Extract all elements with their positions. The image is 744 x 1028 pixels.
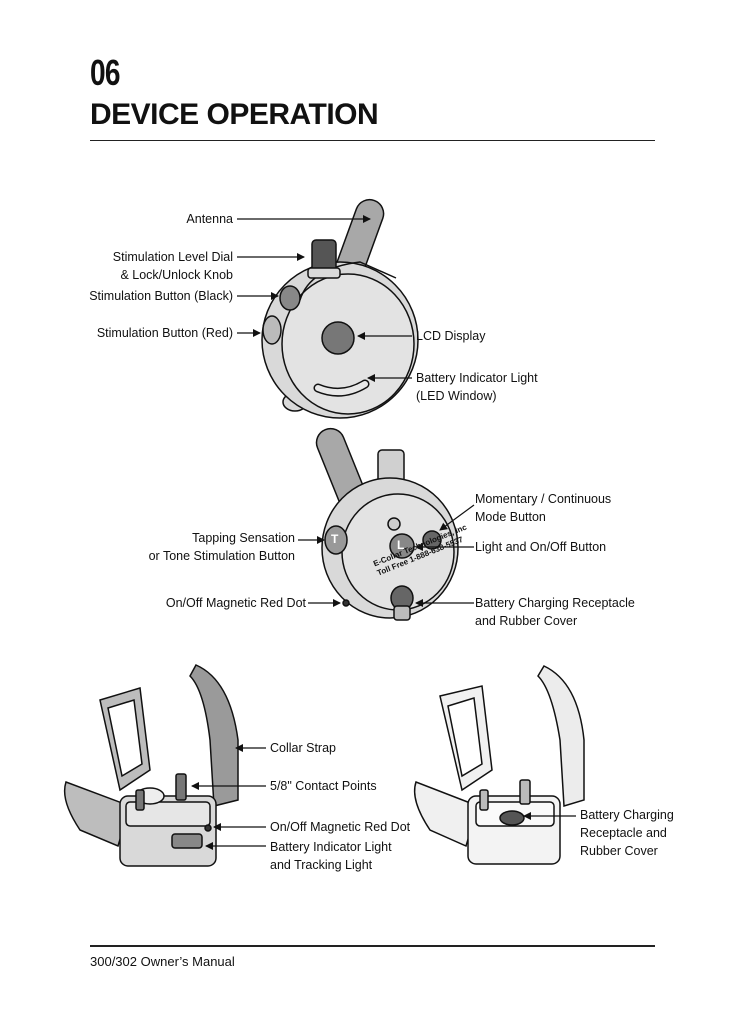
contact-point-shape (175, 773, 187, 801)
label-stim-red-button: Stimulation Button (Red) (96, 326, 233, 340)
label-lcd-display: LCD Display (416, 329, 486, 343)
lcd-display-shape (321, 321, 355, 355)
chapter-number: 06 (90, 52, 120, 93)
label-mode-button: Momentary / Continuous Mode Button (475, 492, 612, 524)
label-receiver-onoff-dot: On/Off Magnetic Red Dot (270, 820, 411, 834)
onoff-red-dot-shape (342, 599, 350, 607)
transmitter-back-leaders (298, 504, 475, 607)
label-contact-points: 5/8" Contact Points (270, 779, 377, 793)
label-light-onoff-button: Light and On/Off Button (475, 540, 607, 554)
footer-rule (90, 945, 655, 947)
button-t-letter: T (331, 532, 339, 546)
label-antenna: Antenna (186, 212, 233, 226)
receiver-onoff-dot-shape (204, 824, 212, 832)
label-onoff-red-dot: On/Off Magnetic Red Dot (165, 596, 306, 610)
label-stim-black-button: Stimulation Button (Black) (89, 289, 233, 303)
receiver-right (413, 665, 585, 865)
collar-strap-shape (189, 664, 239, 807)
stim-black-button-shape (279, 285, 301, 311)
footer-text: 300/302 Owner’s Manual (90, 954, 235, 969)
tapping-button-shape (324, 525, 348, 555)
label-receiver-charging: Battery Charging Receptacle and Rubber C… (580, 808, 674, 858)
receiver-left (63, 664, 239, 867)
label-tapping-button: Tapping Sensation or Tone Stimulation Bu… (148, 531, 295, 563)
receiver-charging-receptacle-shape (499, 810, 525, 826)
transmitter-front-leaders (237, 215, 412, 382)
label-collar-strap: Collar Strap (270, 741, 336, 755)
transmitter-front (261, 198, 419, 419)
stim-red-button-shape (262, 315, 282, 345)
label-charging-receptacle: Battery Charging Receptacle and Rubber C… (475, 596, 635, 628)
label-stimulation-dial: Stimulation Level Dial & Lock/Unlock Kno… (112, 250, 233, 282)
receiver-left-leaders (191, 744, 266, 850)
transmitter-back (315, 427, 459, 621)
light-onoff-button-shape (389, 533, 415, 559)
label-receiver-battery-indicator: Battery Indicator Light and Tracking Lig… (270, 840, 392, 872)
header-rule (90, 140, 655, 141)
button-l-letter: L (397, 538, 405, 552)
battery-indicator-shape (171, 833, 203, 849)
mode-button-shape (422, 530, 442, 550)
label-battery-indicator: Battery Indicator Light (LED Window) (416, 371, 538, 403)
chapter-title: DEVICE OPERATION (90, 98, 379, 131)
